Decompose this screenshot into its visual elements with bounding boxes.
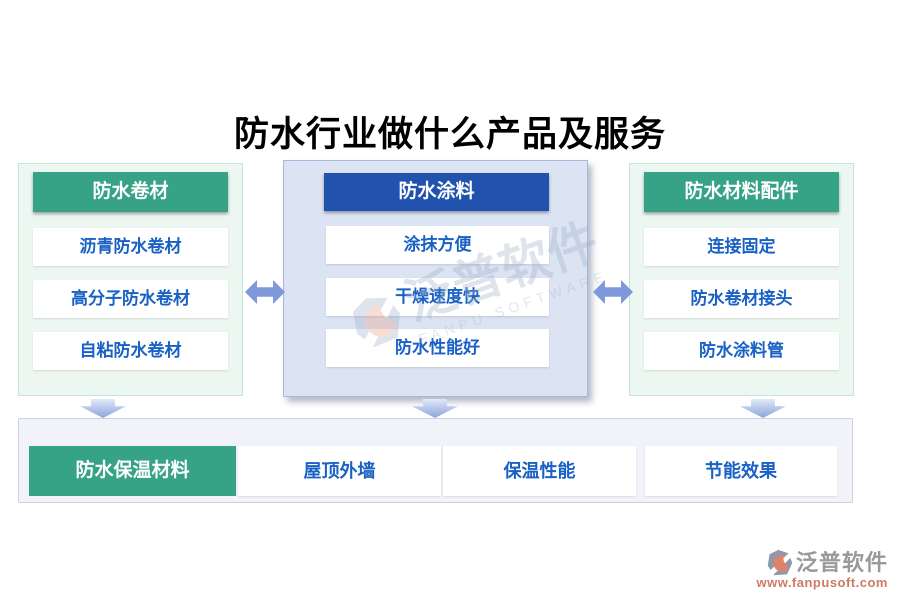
down-arrow-icon bbox=[740, 399, 786, 418]
double-arrow-icon bbox=[245, 280, 285, 304]
panel-item: 防水卷材接头 bbox=[644, 280, 839, 318]
panel-waterproof-coating: 防水涂料 涂抹方便 干燥速度快 防水性能好 bbox=[283, 160, 588, 397]
fanpu-logo-icon bbox=[767, 549, 794, 577]
panel-item: 干燥速度快 bbox=[326, 278, 549, 316]
panel-item: 连接固定 bbox=[644, 228, 839, 266]
bottom-item: 节能效果 bbox=[645, 446, 837, 496]
panel-item: 涂抹方便 bbox=[326, 226, 549, 264]
panel-insulation-material: 防水保温材料 屋顶外墙 保温性能 节能效果 bbox=[18, 418, 853, 503]
panel-header: 防水材料配件 bbox=[644, 172, 839, 212]
panel-item: 自粘防水卷材 bbox=[33, 332, 228, 370]
panel-waterproof-accessories: 防水材料配件 连接固定 防水卷材接头 防水涂料管 bbox=[629, 163, 854, 396]
down-arrow-icon bbox=[80, 399, 126, 418]
panel-item: 防水涂料管 bbox=[644, 332, 839, 370]
panel-header: 防水卷材 bbox=[33, 172, 228, 212]
bottom-header: 防水保温材料 bbox=[29, 446, 236, 496]
footer-brand-name: 泛普软件 bbox=[795, 550, 888, 575]
footer-brand: 泛普软件 www.fanpusoft.com bbox=[756, 549, 888, 590]
panel-item: 沥青防水卷材 bbox=[33, 228, 228, 266]
bottom-item: 屋顶外墙 bbox=[238, 446, 441, 496]
page-title: 防水行业做什么产品及服务 bbox=[233, 115, 666, 154]
panel-waterproof-membrane: 防水卷材 沥青防水卷材 高分子防水卷材 自粘防水卷材 bbox=[18, 163, 243, 396]
panel-item: 高分子防水卷材 bbox=[33, 280, 228, 318]
down-arrow-icon bbox=[412, 399, 458, 418]
double-arrow-icon bbox=[593, 280, 633, 304]
footer-brand-url: www.fanpusoft.com bbox=[756, 575, 888, 590]
panel-item: 防水性能好 bbox=[326, 329, 549, 367]
bottom-item: 保温性能 bbox=[443, 446, 636, 496]
panel-header: 防水涂料 bbox=[324, 173, 549, 211]
